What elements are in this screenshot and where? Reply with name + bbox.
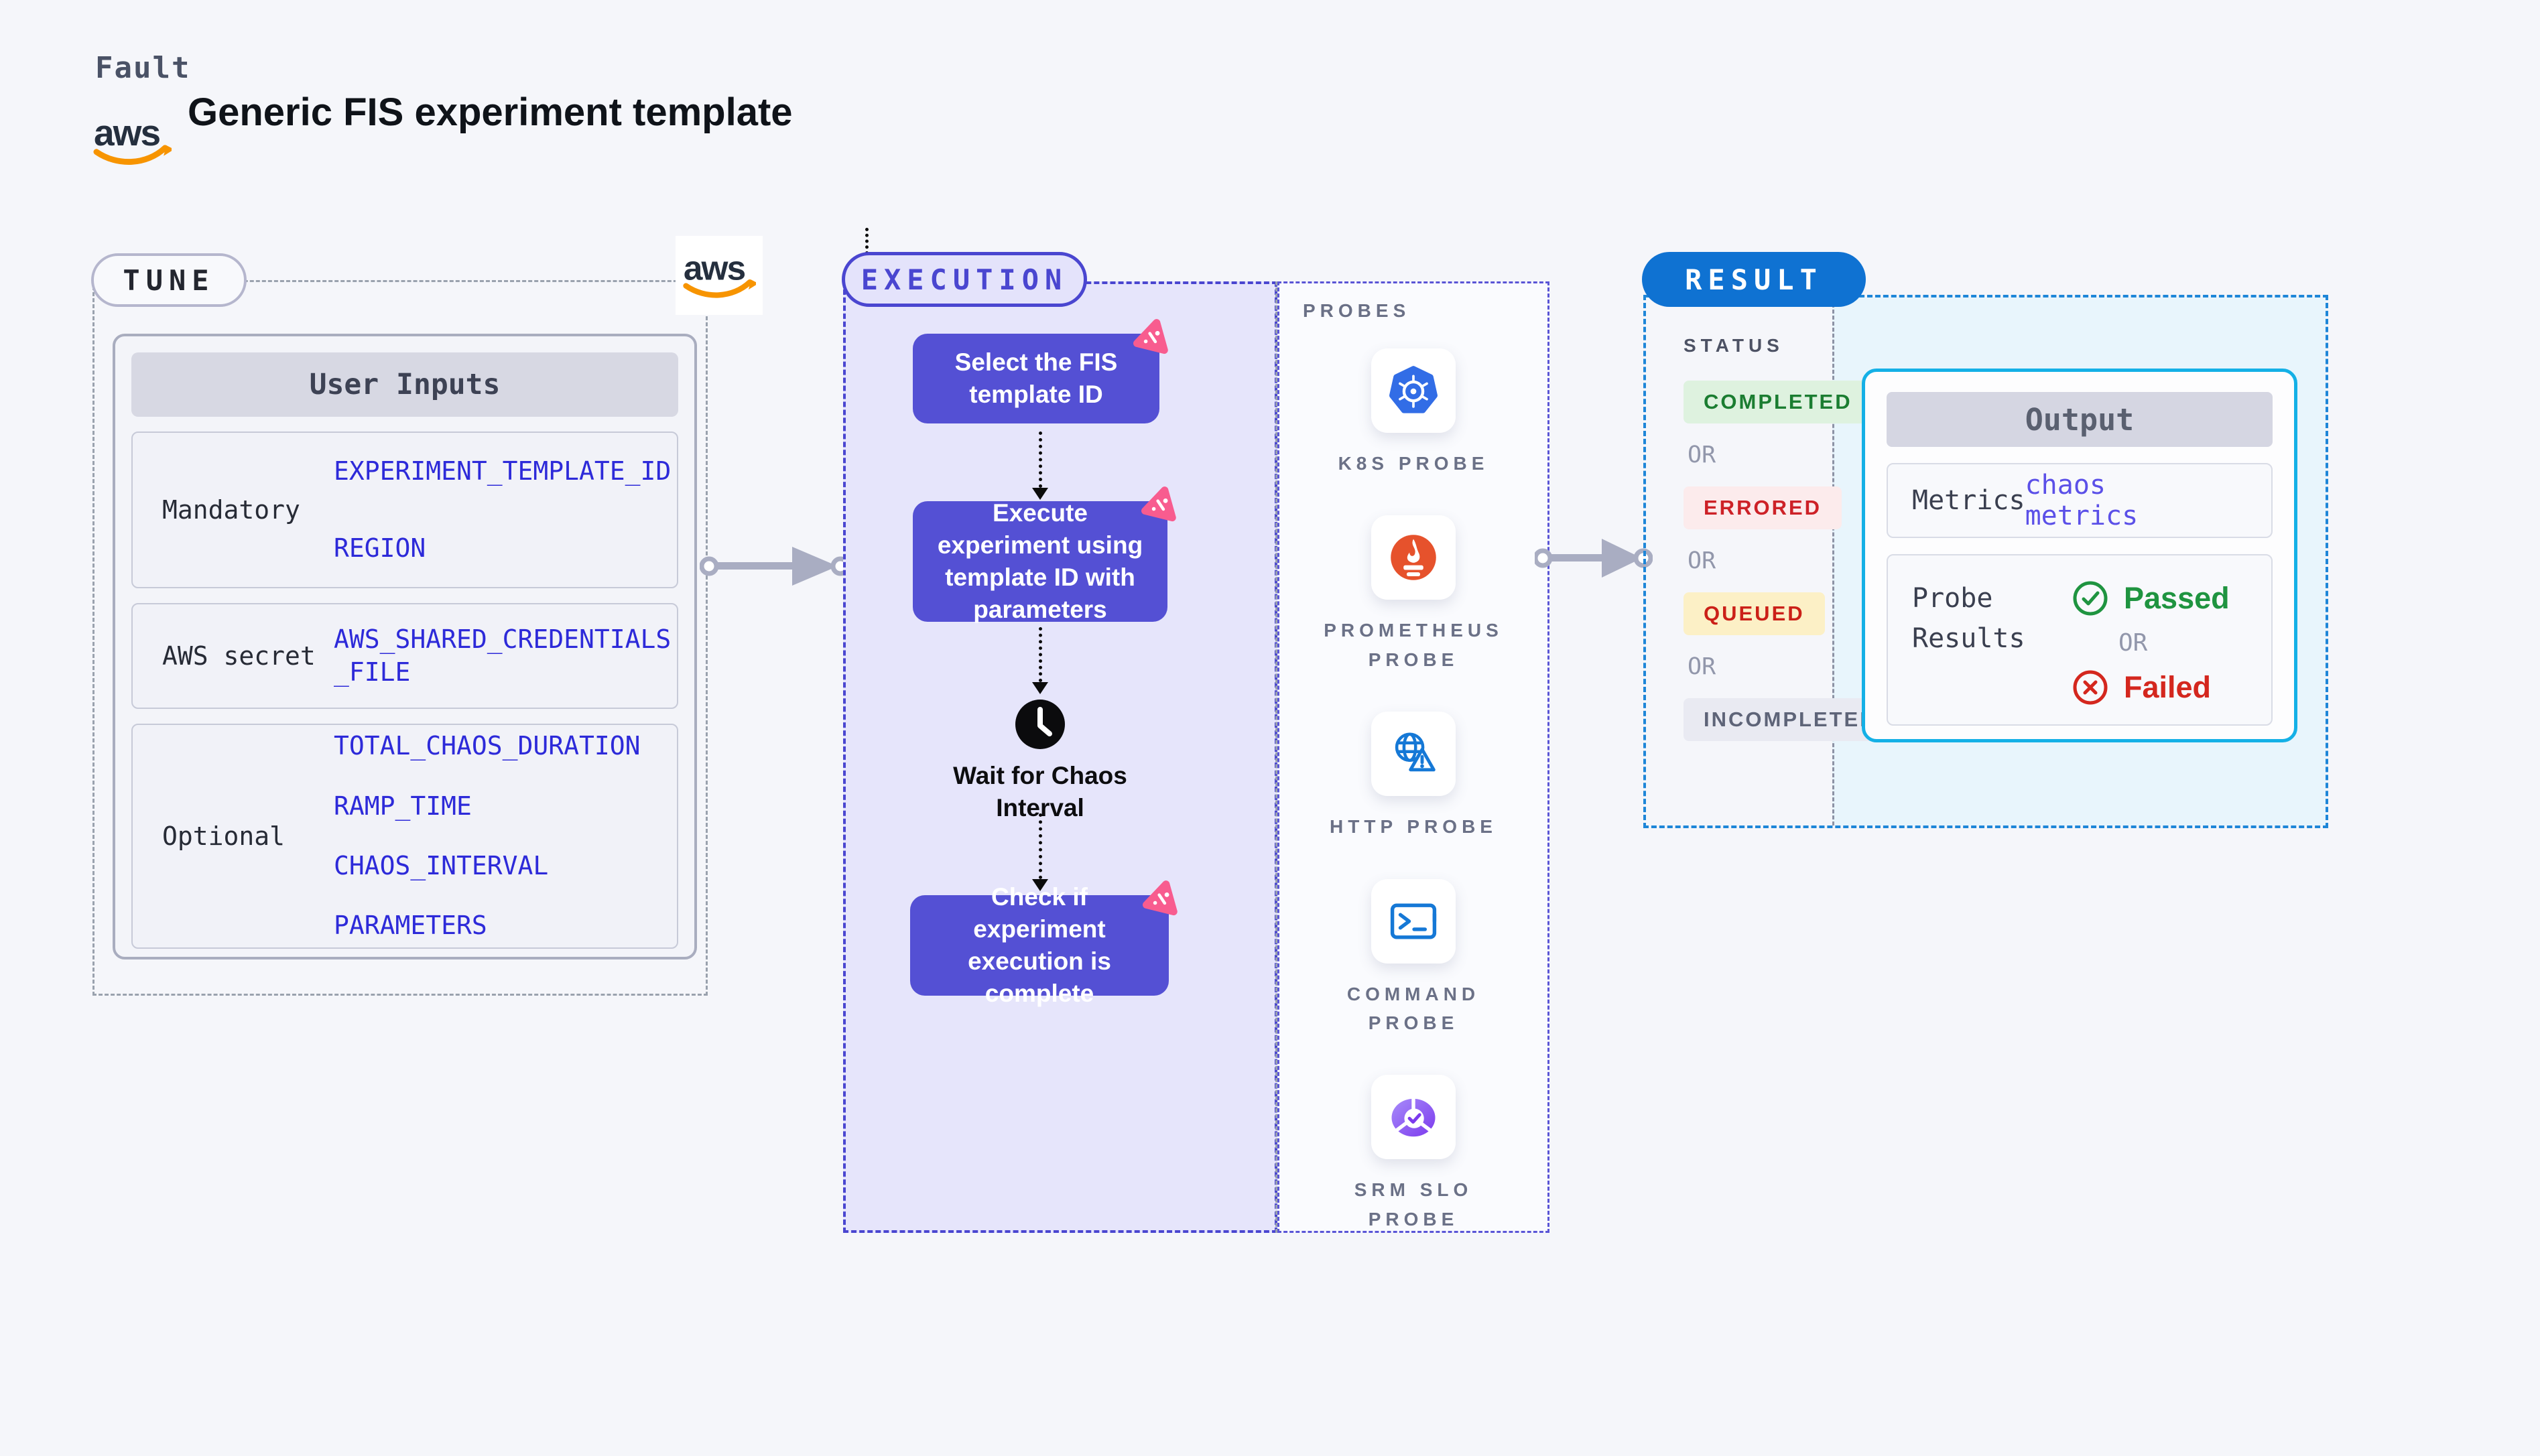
output-panel: Output Metrics chaos metrics Probe Resul… — [1862, 369, 2297, 742]
pie-check-icon — [1391, 1098, 1436, 1137]
node-select-template: Select the FIS template ID — [913, 319, 1168, 423]
svg-text:aws: aws — [94, 112, 160, 153]
status-or: OR — [1688, 547, 1716, 574]
litmus-icon — [1141, 486, 1176, 522]
node-check-complete: Check if experiment execution is complet… — [910, 880, 1178, 1007]
param-name: AWS_SHARED_CREDENTIALS_FILE — [334, 624, 672, 687]
execution-pill: EXECUTION — [842, 252, 1087, 307]
terminal-icon — [1390, 903, 1437, 939]
status-or: OR — [1688, 653, 1716, 680]
litmus-icon — [1143, 880, 1178, 916]
svg-text:aws: aws — [684, 249, 745, 287]
result-pill: RESULT — [1642, 252, 1866, 307]
param-name: REGION — [334, 533, 426, 563]
probes-divider — [1275, 281, 1277, 1233]
aws-logo-icon: aws — [683, 249, 756, 298]
node-wait-interval: Wait for Chaos Interval — [933, 698, 1147, 824]
input-row-params: EXPERIMENT_TEMPLATE_ID REGION — [334, 455, 677, 566]
probe-item-k8s: K8S PROBE — [1338, 348, 1489, 478]
probe-item-prometheus: PROMETHEUS PROBE — [1320, 515, 1507, 674]
probe-list: K8S PROBE PROMETHEUS PROBE — [1277, 348, 1549, 1234]
user-inputs-card: User Inputs Mandatory EXPERIMENT_TEMPLAT… — [113, 334, 697, 959]
probe-item-srm-slo: SRM SLO PROBE — [1320, 1075, 1507, 1234]
aws-logo: aws — [90, 109, 174, 173]
metrics-label: Metrics — [1912, 485, 2025, 516]
status-badge-completed: COMPLETED — [1684, 381, 1872, 423]
node-execute-experiment: Execute experiment using template ID wit… — [913, 486, 1176, 623]
param-name: RAMP_TIME — [334, 791, 472, 821]
aws-logo-tune-corner: aws — [676, 236, 763, 315]
input-row-label: Optional — [162, 821, 285, 851]
input-row-mandatory: Mandatory EXPERIMENT_TEMPLATE_ID REGION — [131, 432, 678, 588]
user-inputs-header: User Inputs — [131, 352, 678, 417]
execution-to-result-arrow — [1533, 536, 1653, 585]
input-row-label: AWS secret — [162, 641, 316, 671]
status-list: COMPLETED OR ERRORED OR QUEUED OR INCOMP… — [1684, 381, 1897, 741]
input-row-optional: Optional TOTAL_CHAOS_DURATION RAMP_TIME … — [131, 724, 678, 949]
probe-item-command: COMMAND PROBE — [1320, 878, 1507, 1038]
status-badge-incompleted: INCOMPLETED — [1684, 698, 1897, 741]
arrow-right-icon — [1533, 539, 1653, 578]
litmus-icon — [1133, 319, 1168, 354]
probe-label: K8S PROBE — [1338, 453, 1489, 474]
probe-label: SRM SLO PROBE — [1354, 1179, 1473, 1230]
probe-label: COMMAND PROBE — [1346, 983, 1480, 1033]
probe-results-row: Probe Results Passed OR Failed — [1887, 554, 2273, 726]
flow-arrow — [1030, 432, 1050, 500]
x-circle-icon — [2073, 670, 2108, 705]
tune-section-box — [92, 280, 708, 996]
kubernetes-icon — [1389, 366, 1438, 413]
param-name: PARAMETERS — [334, 911, 487, 941]
input-row-label: Mandatory — [162, 495, 300, 525]
flow-arrow — [1030, 813, 1050, 891]
node-label: Select the FIS template ID — [954, 348, 1118, 408]
probes-title: PROBES — [1303, 300, 1411, 321]
probe-label: HTTP PROBE — [1330, 816, 1497, 838]
status-or: OR — [1688, 442, 1716, 468]
node-label: Check if experiment execution is complet… — [968, 882, 1111, 1008]
brand-label: Fault — [95, 51, 191, 85]
input-row-params: TOTAL_CHAOS_DURATION RAMP_TIME CHAOS_INT… — [334, 730, 677, 943]
execution-top-tick — [865, 228, 869, 255]
status-badge-queued: QUEUED — [1684, 592, 1825, 635]
metrics-row: Metrics chaos metrics — [1887, 463, 2273, 538]
input-row-aws-secret: AWS secret AWS_SHARED_CREDENTIALS_FILE — [131, 603, 678, 709]
output-header: Output — [1887, 392, 2273, 447]
node-label: Wait for Chaos Interval — [953, 762, 1127, 822]
passed-label: Passed — [2124, 581, 2230, 615]
globe-warning-icon — [1395, 732, 1436, 772]
failed-label: Failed — [2124, 670, 2212, 704]
page-title: Generic FIS experiment template — [188, 90, 793, 134]
probe-results-or: OR — [2118, 629, 2148, 657]
result-divider — [1832, 297, 1834, 825]
flow-arrow — [1030, 627, 1050, 694]
passed-line: Passed — [2072, 580, 2230, 617]
param-name: TOTAL_CHAOS_DURATION — [334, 731, 641, 761]
arrow-right-icon — [699, 547, 850, 586]
probe-item-http: HTTP PROBE — [1330, 712, 1497, 841]
status-badge-errored: ERRORED — [1684, 486, 1842, 529]
failed-line: Failed — [2072, 669, 2230, 706]
prometheus-icon — [1391, 535, 1436, 581]
input-row-params: AWS_SHARED_CREDENTIALS_FILE — [334, 623, 677, 689]
metrics-value: chaos metrics — [2025, 470, 2139, 531]
status-title: STATUS — [1684, 335, 1784, 356]
aws-logo-icon: aws — [93, 112, 172, 166]
param-name: CHAOS_INTERVAL — [334, 851, 549, 880]
probe-results-label: Probe Results — [1912, 583, 2025, 654]
clock-icon — [1015, 700, 1065, 749]
check-circle-icon — [2073, 581, 2108, 616]
node-label: Execute experiment using template ID wit… — [937, 499, 1143, 624]
tune-to-execution-arrow — [699, 544, 851, 593]
param-name: EXPERIMENT_TEMPLATE_ID — [334, 456, 672, 486]
execution-section-box — [843, 281, 1277, 1233]
tune-pill: TUNE — [91, 253, 247, 307]
probe-label: PROMETHEUS PROBE — [1324, 620, 1503, 670]
